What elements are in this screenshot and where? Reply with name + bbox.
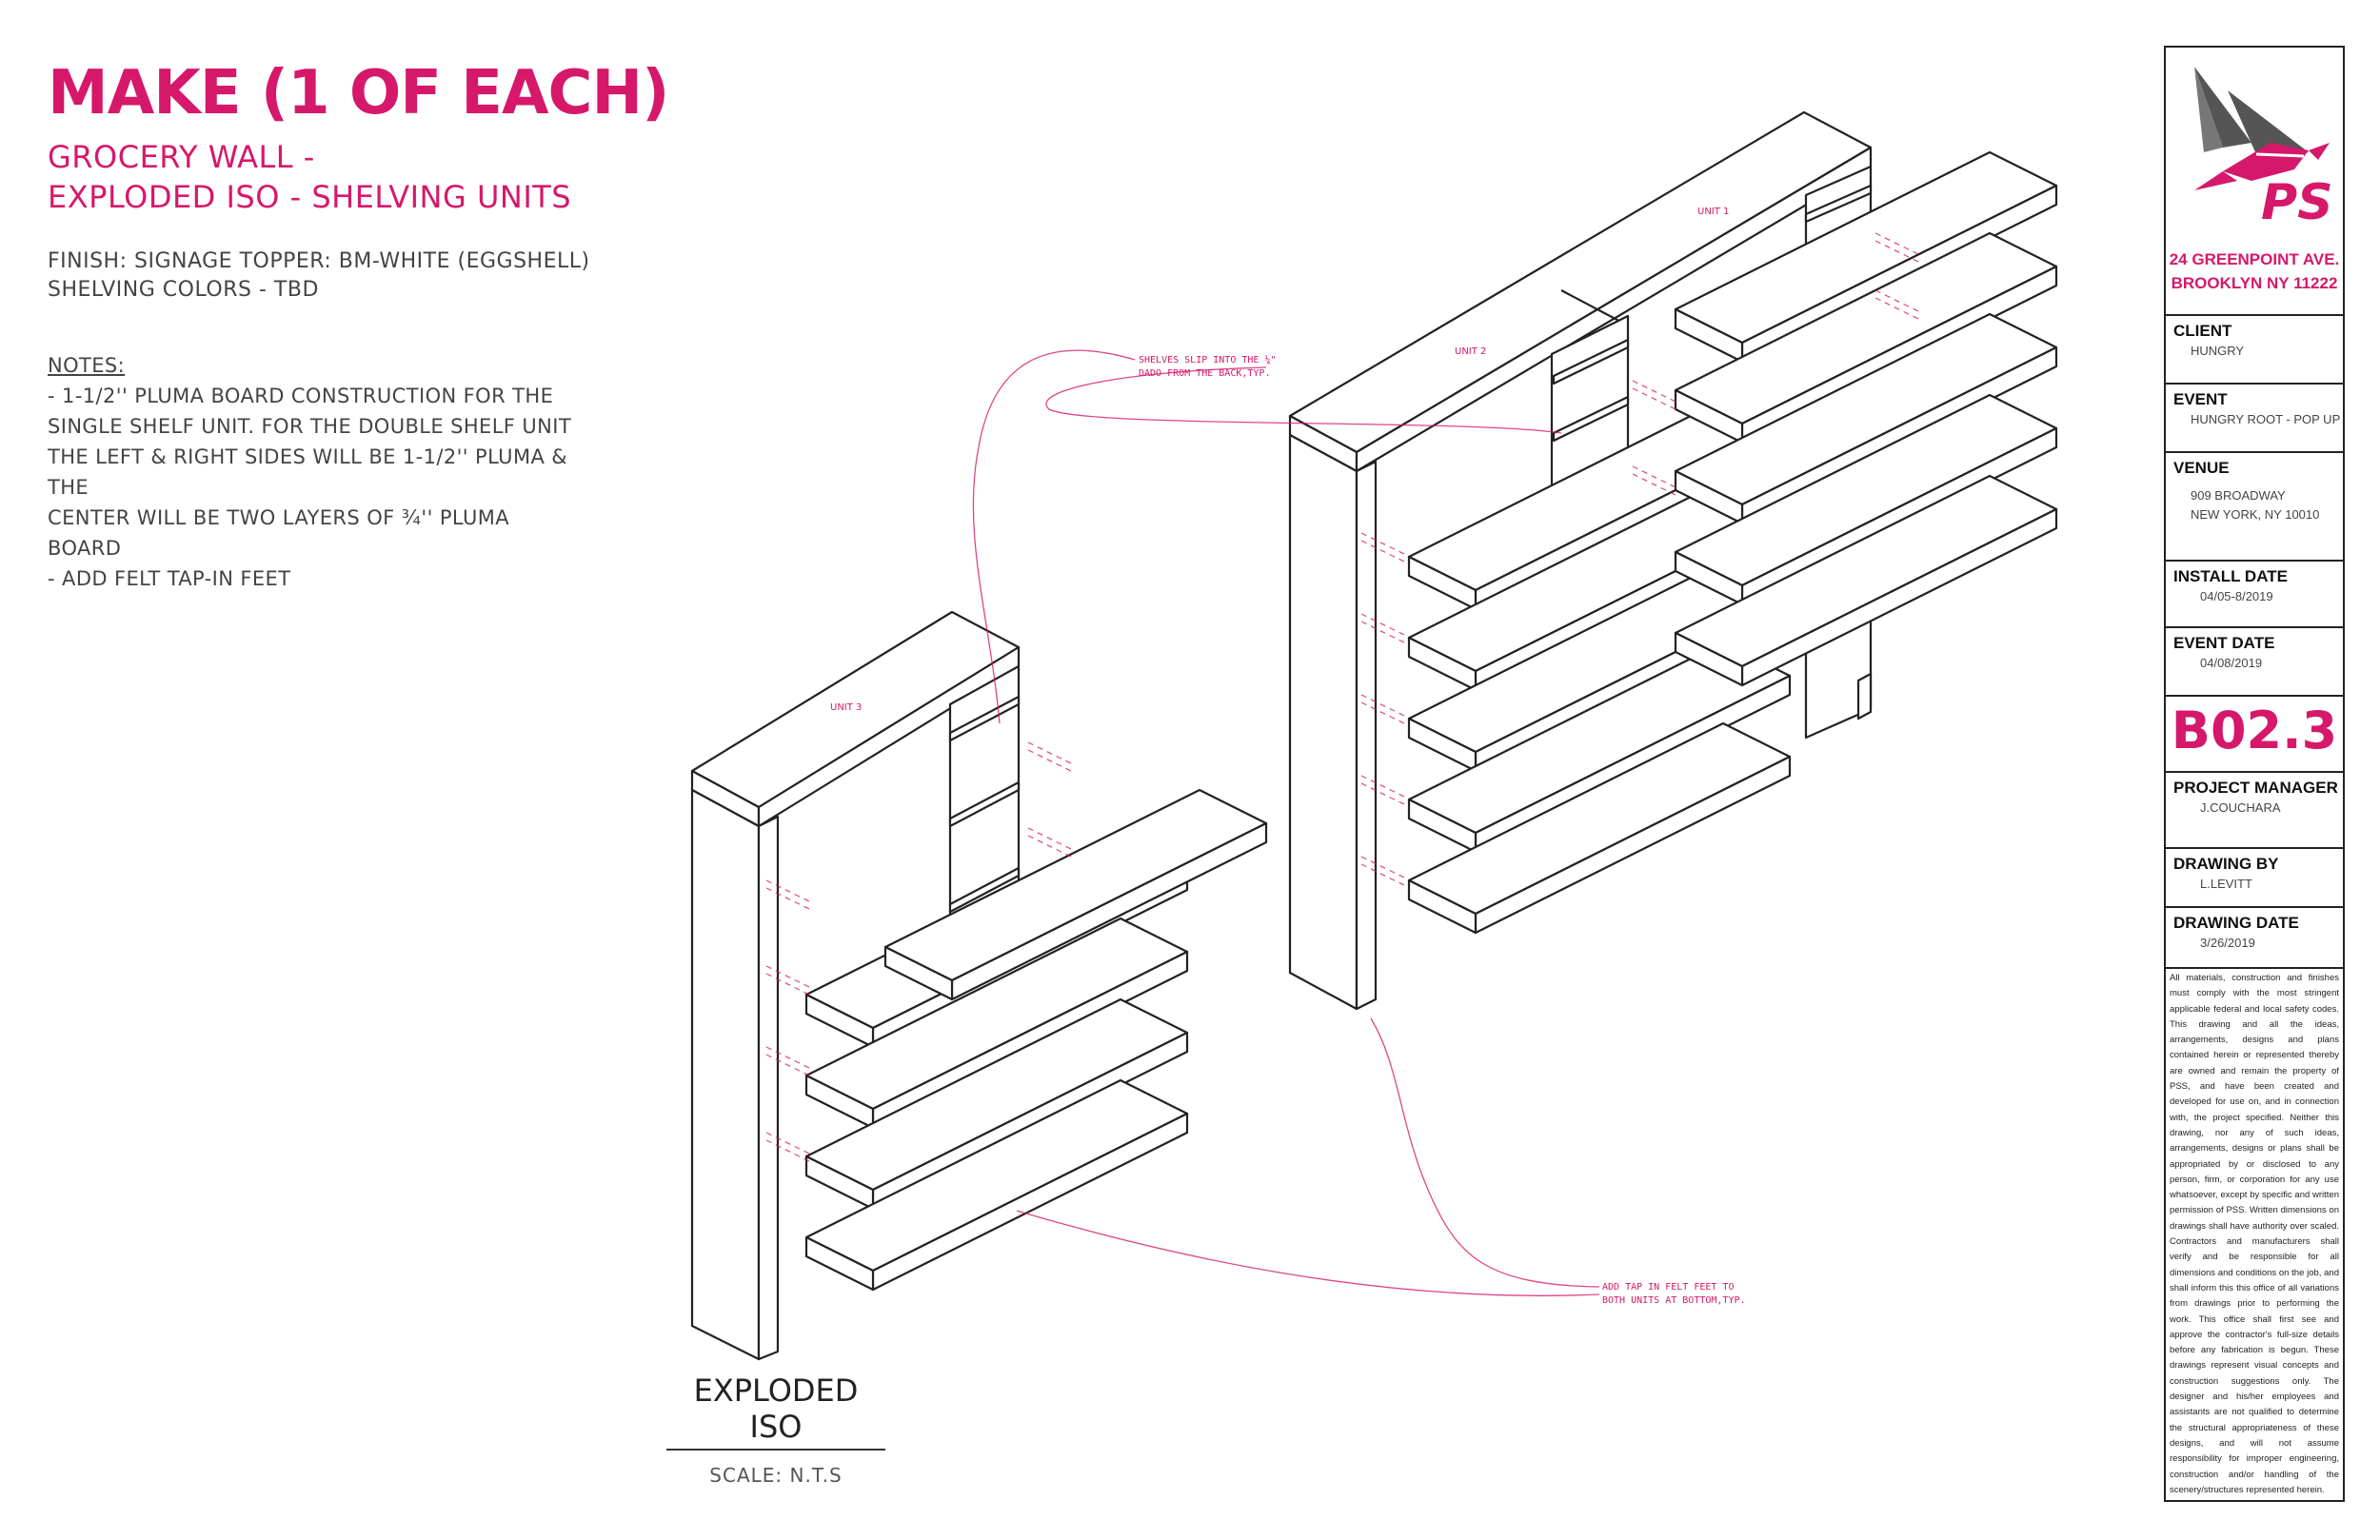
ps-logo: PS 24 GREENPOINT AVE. BROOKLYN NY 11222 bbox=[2166, 48, 2343, 292]
unit2-dado-1 bbox=[1552, 338, 1630, 385]
unit12-left-side bbox=[1288, 433, 1359, 1011]
alignment-dash bbox=[765, 1132, 810, 1155]
notes: NOTES: - 1-1/2'' PLUMA BOARD CONSTRUCTIO… bbox=[48, 350, 581, 594]
unit3-shelf-top-end bbox=[883, 945, 954, 1001]
alignment-dash bbox=[1360, 863, 1405, 886]
callout-shelves-dado: SHELVES SLIP INTO THE ¼" DADO FROM THE B… bbox=[1139, 355, 1277, 379]
finish-line-1: FINISH: SIGNAGE TOPPER: BM-WHITE (EGGSHE… bbox=[48, 249, 590, 273]
alignment-dash bbox=[765, 887, 810, 910]
project-manager-section: PROJECT MANAGER J.COUCHARA bbox=[2166, 771, 2343, 847]
alignment-dash bbox=[1027, 741, 1072, 764]
notes-line: - ADD FELT TAP-IN FEET bbox=[48, 567, 291, 590]
subtitle-line-1: GROCERY WALL - bbox=[48, 139, 315, 175]
finish-notes: FINISH: SIGNAGE TOPPER: BM-WHITE (EGGSHE… bbox=[48, 247, 590, 305]
alignment-dash bbox=[1360, 613, 1405, 636]
unit1-shelf-5-end bbox=[1674, 631, 1744, 687]
unit3-dado-3 bbox=[948, 866, 1021, 914]
sheet-title-block: PS 24 GREENPOINT AVE. BROOKLYN NY 11222 … bbox=[2164, 46, 2345, 1502]
notes-heading: NOTES: bbox=[48, 354, 126, 377]
unit3-left-side-edge bbox=[757, 815, 780, 1361]
unit-3-label: UNIT 3 bbox=[830, 702, 863, 713]
alignment-dash bbox=[765, 965, 810, 988]
leader-shelves-to-unit3 bbox=[972, 349, 1136, 724]
client-section: CLIENT HUNGRY bbox=[2166, 314, 2343, 383]
alignment-dash bbox=[1360, 694, 1405, 717]
alignment-dash bbox=[1360, 782, 1405, 805]
unit1-dado-1 bbox=[1804, 184, 1873, 224]
alignment-dash bbox=[765, 973, 810, 996]
view-title: EXPLODED ISO SCALE: N.T.S bbox=[666, 1372, 885, 1487]
alignment-dash bbox=[1027, 827, 1072, 850]
alignment-dash bbox=[1632, 387, 1676, 410]
unit-1-label: UNIT 1 bbox=[1697, 207, 1730, 217]
view-scale: SCALE: N.T.S bbox=[709, 1464, 843, 1487]
alignment-dash bbox=[1360, 856, 1405, 879]
leader-feet-to-unit12 bbox=[1370, 1017, 1600, 1288]
leader-feet-to-unit3 bbox=[1016, 1210, 1600, 1296]
client-value: HUNGRY bbox=[2191, 344, 2245, 358]
unit12-left-edge bbox=[1355, 460, 1378, 1011]
callout-felt-feet: ADD TAP IN FELT FEET TO BOTH UNITS AT BO… bbox=[1602, 1282, 1746, 1306]
alignment-dash bbox=[1632, 473, 1676, 496]
alignment-dash bbox=[1360, 775, 1405, 798]
venue-section: VENUE 909 BROADWAY NEW YORK, NY 10010 bbox=[2166, 451, 2343, 558]
alignment-dash bbox=[1874, 289, 1919, 312]
alignment-dash bbox=[765, 1046, 810, 1069]
unit2-dado-2 bbox=[1552, 395, 1630, 443]
svg-text:PS: PS bbox=[2261, 174, 2333, 231]
drawing-by-section: DRAWING BY L.LEVITT bbox=[2166, 847, 2343, 906]
unit3-dado-2 bbox=[948, 780, 1021, 828]
alignment-dash bbox=[1874, 297, 1919, 320]
unit1-foot bbox=[1856, 672, 1873, 721]
alignment-dash bbox=[1027, 835, 1072, 858]
leader-shelves-to-unit2 bbox=[1045, 366, 1562, 434]
event-section: EVENT HUNGRY ROOT - POP UP bbox=[2166, 383, 2343, 451]
alignment-dash bbox=[1874, 232, 1919, 255]
notes-line: THE LEFT & RIGHT SIDES WILL BE 1-1/2'' P… bbox=[48, 445, 568, 499]
alignment-dash bbox=[765, 879, 810, 902]
unit-2-label: UNIT 2 bbox=[1455, 346, 1487, 357]
page-title: MAKE (1 OF EACH) bbox=[48, 58, 669, 128]
subtitle-line-2: EXPLODED ISO - SHELVING UNITS bbox=[48, 179, 572, 215]
alignment-dash bbox=[1360, 621, 1405, 643]
unit3-dado-1 bbox=[948, 695, 1021, 742]
alignment-dash bbox=[1360, 701, 1405, 724]
unit2-shelf-5-end bbox=[1407, 879, 1478, 935]
alignment-dash bbox=[1632, 465, 1676, 488]
drawing-date-section: DRAWING DATE 3/26/2019 bbox=[2166, 906, 2343, 967]
legal-disclaimer: All materials, construction and finishes… bbox=[2166, 967, 2343, 1500]
notes-line: CENTER WILL BE TWO LAYERS OF ¾'' PLUMA B… bbox=[48, 506, 510, 560]
alignment-dash bbox=[1360, 532, 1405, 555]
alignment-dash bbox=[1874, 240, 1919, 263]
bird-logo-icon: PS bbox=[2194, 67, 2333, 231]
title-block: MAKE (1 OF EACH) GROCERY WALL - EXPLODED… bbox=[48, 55, 809, 217]
unit3-shelf-4-end bbox=[804, 1235, 875, 1292]
alignment-dash bbox=[765, 1054, 810, 1076]
drawing-code-section: B02.3 bbox=[2166, 695, 2343, 771]
install-date-section: INSTALL DATE 04/05-8/2019 bbox=[2166, 560, 2343, 626]
alignment-dash bbox=[765, 1139, 810, 1162]
alignment-dash bbox=[1027, 749, 1072, 772]
finish-line-2: SHELVING COLORS - TBD bbox=[48, 278, 319, 302]
event-date-section: EVENT DATE 04/08/2019 bbox=[2166, 626, 2343, 695]
alignment-dash bbox=[1632, 380, 1676, 403]
notes-line: - 1-1/2'' PLUMA BOARD CONSTRUCTION FOR T… bbox=[48, 385, 554, 407]
view-name: EXPLODED ISO bbox=[666, 1372, 885, 1451]
unit12-top-joint bbox=[1560, 289, 1629, 326]
drawing-code: B02.3 bbox=[2171, 701, 2338, 760]
notes-line: SINGLE SHELF UNIT. FOR THE DOUBLE SHELF … bbox=[48, 415, 572, 438]
unit3-left-side bbox=[690, 788, 761, 1361]
studio-address: 24 GREENPOINT AVE. BROOKLYN NY 11222 bbox=[2169, 250, 2340, 292]
alignment-dash bbox=[1360, 540, 1405, 563]
event-value: HUNGRY ROOT - POP UP bbox=[2191, 412, 2341, 426]
